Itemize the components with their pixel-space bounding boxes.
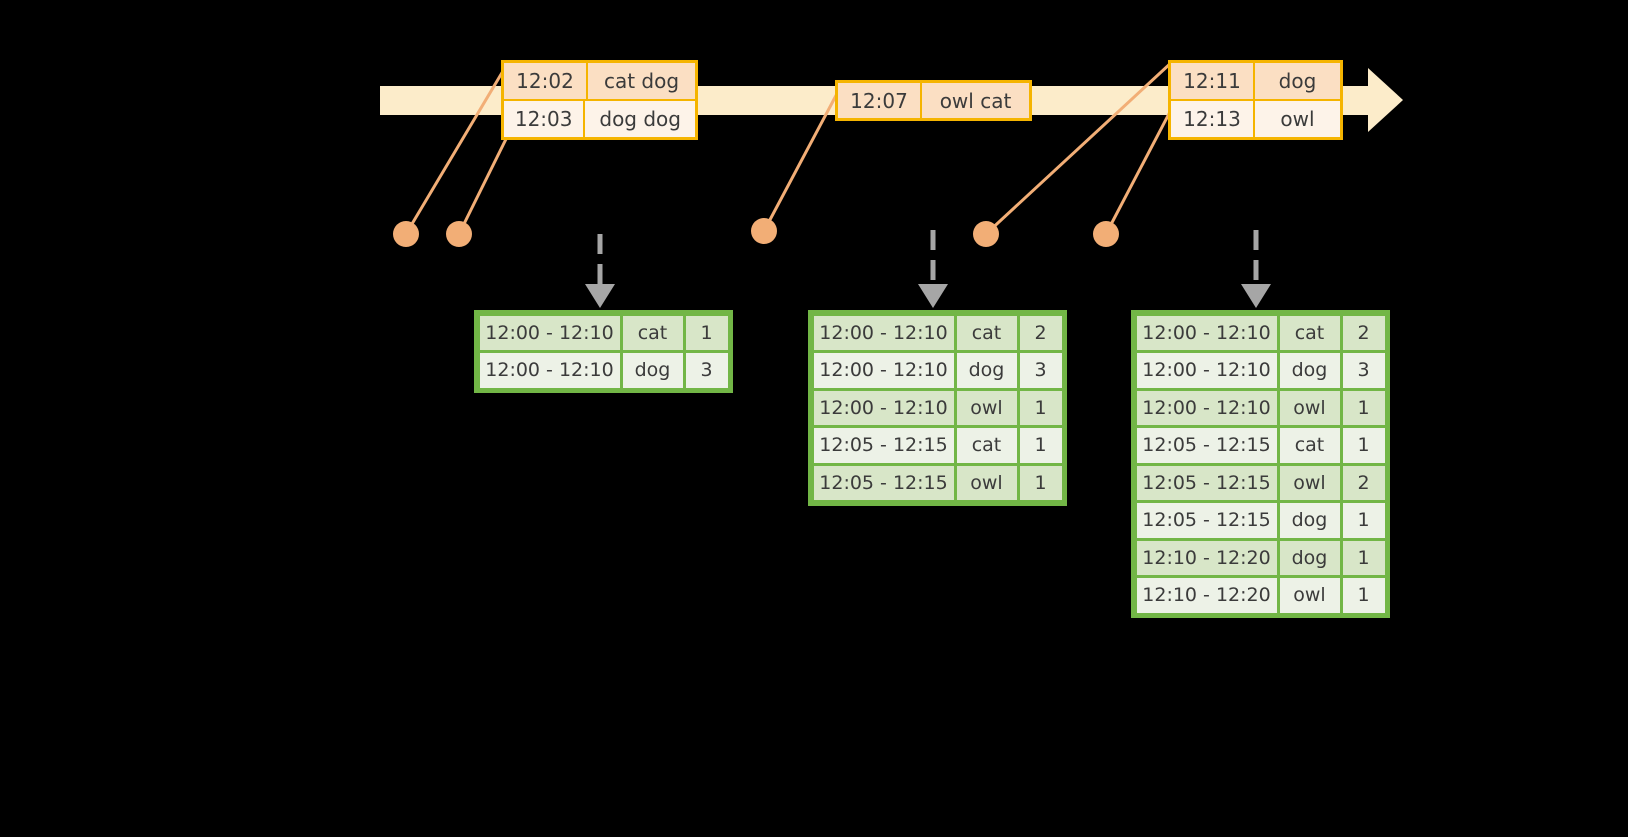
cell-key: owl — [956, 390, 1017, 425]
event-row: 12:13 owl — [1171, 99, 1340, 137]
cell-key: owl — [956, 465, 1017, 500]
event-box-1[interactable]: 12:02 cat dog 12:03 dog dog — [501, 60, 698, 140]
timeline-arrow-icon — [1368, 68, 1403, 132]
event-row: 12:02 cat dog — [504, 63, 695, 99]
cell-count: 2 — [1342, 465, 1385, 500]
emit-arrow-1 — [585, 234, 615, 308]
cell-count: 3 — [685, 353, 728, 388]
cell-key: dog — [1279, 503, 1340, 538]
cell-key: cat — [956, 315, 1017, 350]
event-box-3[interactable]: 12:11 dog 12:13 owl — [1168, 60, 1343, 140]
event-words: cat dog — [603, 69, 680, 93]
event-row: 12:03 dog dog — [504, 99, 695, 137]
cell-key: owl — [1279, 578, 1340, 613]
cell-count: 2 — [1019, 315, 1062, 350]
event-words: dog dog — [599, 107, 681, 131]
emit-arrow-2 — [918, 230, 948, 308]
cell-count: 1 — [1342, 428, 1385, 463]
event-time: 12:13 — [1171, 101, 1255, 137]
cell-window: 12:00 - 12:10 — [1136, 315, 1277, 350]
cell-key: dog — [1279, 353, 1340, 388]
event-time: 12:02 — [504, 63, 588, 99]
cell-key: cat — [1279, 428, 1340, 463]
cell-window: 12:00 - 12:10 — [479, 353, 620, 388]
cell-key: owl — [1279, 390, 1340, 425]
cell-window: 12:00 - 12:10 — [1136, 353, 1277, 388]
cell-key: owl — [1279, 465, 1340, 500]
cell-count: 1 — [1019, 390, 1062, 425]
cell-window: 12:00 - 12:10 — [1136, 390, 1277, 425]
cell-count: 3 — [1019, 353, 1062, 388]
cell-count: 1 — [1019, 465, 1062, 500]
emit-arrow-3 — [1241, 230, 1271, 308]
event-row: 12:07 owl cat — [838, 83, 1029, 118]
event-row: 12:11 dog — [1171, 63, 1340, 99]
cell-key: dog — [956, 353, 1017, 388]
cell-window: 12:10 - 12:20 — [1136, 540, 1277, 575]
cell-window: 12:05 - 12:15 — [813, 465, 954, 500]
cell-window: 12:00 - 12:10 — [813, 315, 954, 350]
cell-window: 12:10 - 12:20 — [1136, 578, 1277, 613]
event-time: 12:03 — [504, 101, 586, 137]
cell-count: 1 — [1019, 428, 1062, 463]
cell-count: 3 — [1342, 353, 1385, 388]
cell-key: cat — [956, 428, 1017, 463]
cell-window: 12:05 - 12:15 — [813, 428, 954, 463]
cell-window: 12:00 - 12:10 — [813, 390, 954, 425]
event-time: 12:07 — [838, 83, 922, 118]
cell-key: cat — [1279, 315, 1340, 350]
cell-window: 12:00 - 12:10 — [479, 315, 620, 350]
cell-key: dog — [622, 353, 683, 388]
cell-count: 1 — [1342, 540, 1385, 575]
cell-key: cat — [622, 315, 683, 350]
cell-count: 1 — [1342, 390, 1385, 425]
cell-window: 12:05 - 12:15 — [1136, 503, 1277, 538]
event-words: owl cat — [939, 88, 1012, 113]
event-time: 12:11 — [1171, 63, 1255, 99]
event-box-2[interactable]: 12:07 owl cat — [835, 80, 1032, 121]
cell-window: 12:05 - 12:15 — [1136, 465, 1277, 500]
cell-count: 1 — [1342, 578, 1385, 613]
event-words: dog — [1278, 69, 1317, 93]
cell-count: 1 — [1342, 503, 1385, 538]
event-words: owl — [1280, 107, 1315, 131]
cell-window: 12:00 - 12:10 — [813, 353, 954, 388]
cell-window: 12:05 - 12:15 — [1136, 428, 1277, 463]
cell-count: 1 — [685, 315, 728, 350]
cell-key: dog — [1279, 540, 1340, 575]
cell-count: 2 — [1342, 315, 1385, 350]
